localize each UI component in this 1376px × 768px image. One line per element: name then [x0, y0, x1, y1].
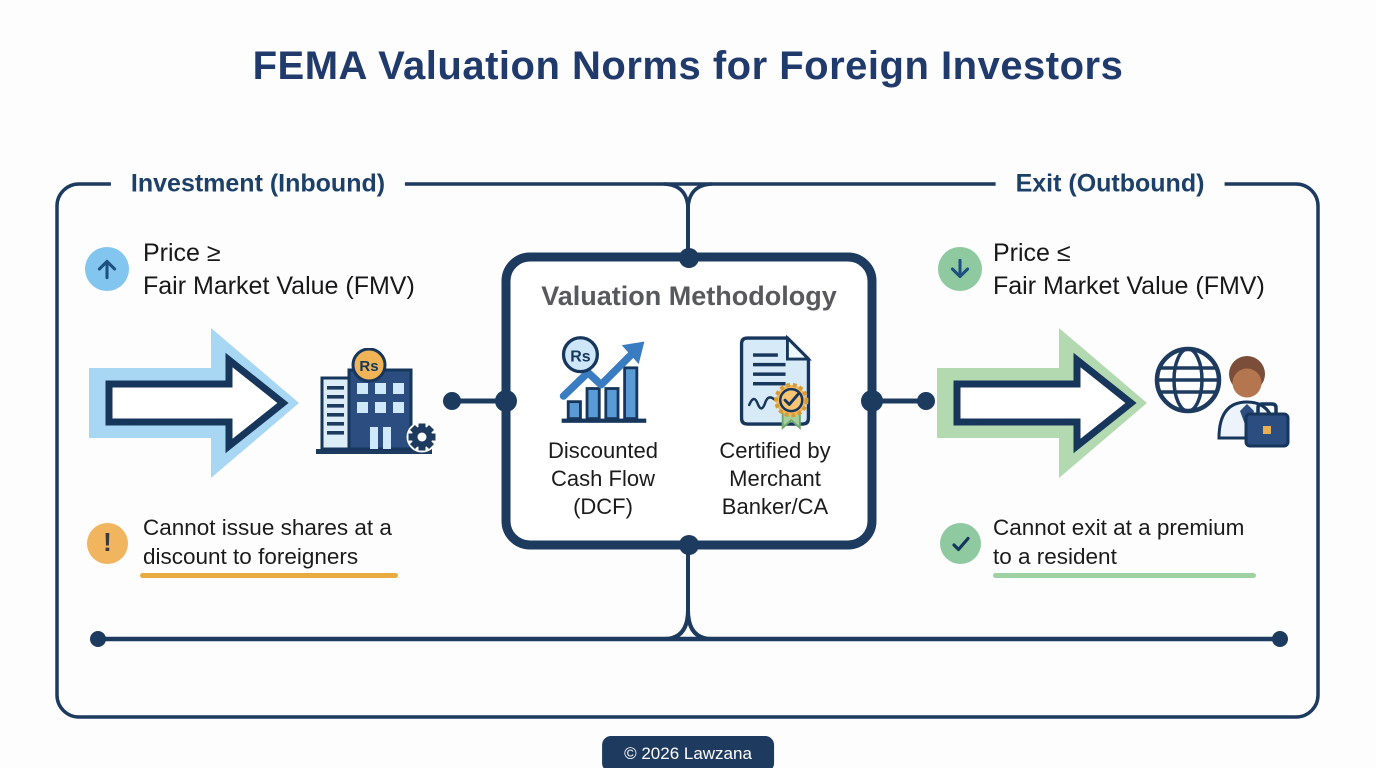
inbound-note-line1: Cannot issue shares at a — [143, 515, 392, 540]
inbound-price-line2: Fair Market Value (FMV) — [143, 272, 415, 300]
outbound-price-line2: Fair Market Value (FMV) — [993, 272, 1265, 300]
down-arrow-icon — [950, 258, 970, 279]
inbound-note-underline — [140, 573, 398, 578]
outbound-note-underline — [993, 573, 1256, 578]
bottom-branch-left-fillet — [663, 609, 690, 641]
outbound-note: Cannot exit at a premium to a resident — [993, 514, 1244, 571]
briefcase-icon — [1244, 402, 1290, 448]
dot-bus-left-end — [90, 631, 106, 647]
globe-icon — [1154, 346, 1222, 414]
dcf-label-line1: Discounted — [547, 438, 659, 463]
rupee-growth-chart-icon: Rs — [559, 336, 647, 423]
dcf-label-line3: (DCF) — [573, 494, 633, 519]
rupee-coin — [351, 348, 387, 383]
certified-label: Certified by Merchant Banker/CA — [682, 437, 868, 521]
check-circle-icon — [940, 523, 981, 564]
dot-box-bottom — [679, 535, 699, 555]
company-building-rupee-gear-icon: Rs — [316, 348, 438, 454]
dcf-label: Discounted Cash Flow (DCF) — [510, 437, 696, 521]
dot-bus-right-end — [1272, 631, 1288, 647]
certificate-seal-icon — [739, 334, 812, 430]
outbound-note-line1: Cannot exit at a premium — [993, 515, 1245, 540]
outbound-price-rule: Price ≤ Fair Market Value (FMV) — [993, 237, 1265, 303]
check-icon — [951, 536, 970, 551]
inbound-note: Cannot issue shares at a discount to for… — [143, 514, 392, 571]
inbound-price-line1: Price ≥ — [143, 239, 221, 267]
top-branch-left-fillet — [663, 182, 690, 211]
dot-left-connector-end — [443, 392, 461, 410]
certified-label-line1: Certified by — [719, 438, 831, 463]
top-branch-right-fillet — [686, 182, 713, 211]
rupee-label: Rs — [570, 348, 591, 365]
outbound-note-line2: to a resident — [993, 543, 1117, 569]
inbound-price-rule: Price ≥ Fair Market Value (FMV) — [143, 237, 415, 303]
seal-ribbon — [774, 382, 809, 430]
dot-box-top — [679, 248, 699, 268]
certified-label-line3: Banker/CA — [721, 494, 829, 519]
outbound-section-header: Exit (Outbound) — [995, 166, 1225, 202]
up-arrow-circle — [85, 247, 129, 291]
big-right-arrow-green-icon — [937, 328, 1147, 478]
methodology-header: Valuation Methodology — [541, 281, 837, 311]
exclamation-warning-icon: ! — [87, 523, 128, 564]
big-right-arrow-blue-icon — [89, 328, 299, 478]
outer-frame — [55, 182, 1320, 719]
dot-right-connector-end — [917, 392, 935, 410]
gear-icon — [406, 421, 438, 453]
copyright-badge: © 2026 Lawzana — [602, 736, 774, 768]
rupee-label: Rs — [359, 358, 378, 375]
outbound-price-line1: Price ≤ — [993, 239, 1071, 267]
dot-box-left — [495, 390, 517, 412]
globe-investor-briefcase-icon — [1154, 346, 1290, 448]
exclamation-glyph: ! — [103, 527, 112, 557]
dot-box-right — [861, 390, 883, 412]
up-arrow-icon — [97, 259, 117, 280]
dcf-label-line2: Cash Flow — [551, 466, 655, 491]
inbound-section-header: Investment (Inbound) — [110, 166, 406, 202]
down-arrow-circle — [938, 247, 982, 291]
certified-label-line2: Merchant — [729, 466, 821, 491]
inbound-note-line2: discount to foreigners — [143, 543, 359, 569]
connector-dots — [90, 248, 1288, 647]
page-title: FEMA Valuation Norms for Foreign Investo… — [252, 44, 1124, 88]
bottom-branch-right-fillet — [686, 609, 713, 641]
